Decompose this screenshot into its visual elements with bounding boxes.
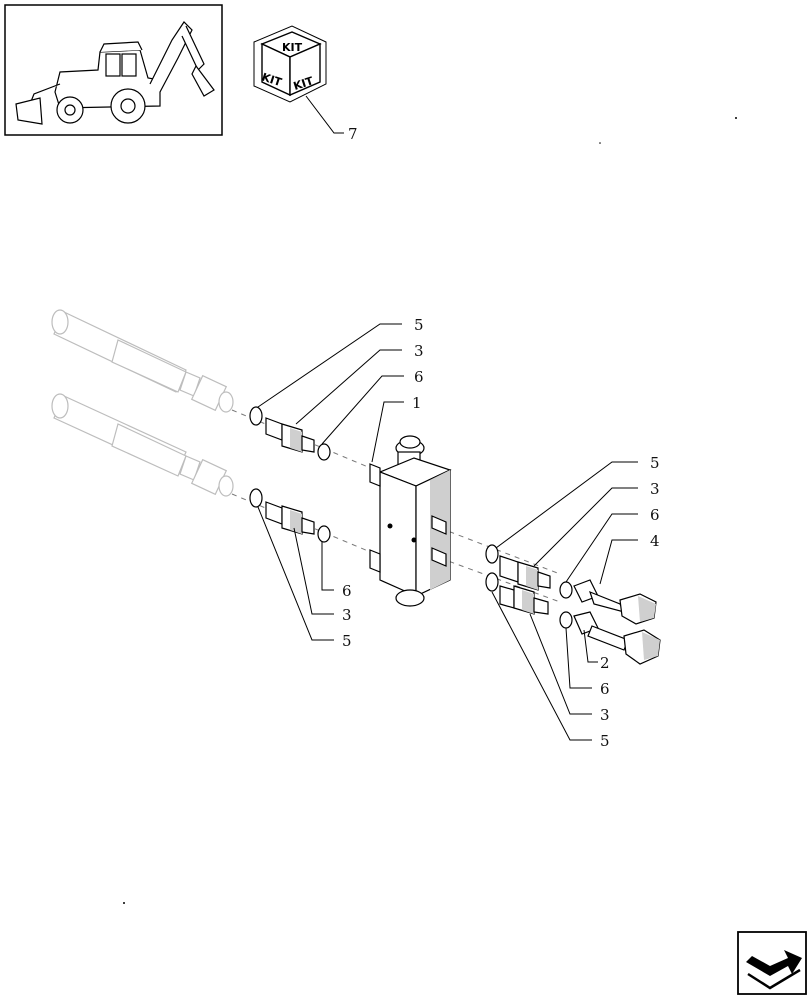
seal-washer xyxy=(485,572,499,592)
kit-cube-icon: KIT KIT KIT xyxy=(253,25,327,103)
callout-upper-left-seal: 5 xyxy=(414,316,424,334)
callout-lower-left-adapter: 3 xyxy=(342,606,352,624)
callout-lower-right-pipe: 2 xyxy=(600,654,610,672)
kit-top-label: KIT xyxy=(282,41,303,54)
callout-valve-block: 1 xyxy=(412,394,422,412)
adapter-fitting xyxy=(265,417,315,453)
callout-upper-left-oring: 6 xyxy=(414,368,424,386)
o-ring xyxy=(317,443,331,461)
kit-left-label: KIT xyxy=(260,70,284,89)
callout-lower-right-oring: 6 xyxy=(600,680,610,698)
o-ring xyxy=(317,525,331,543)
hydraulic-cylinder-lower xyxy=(51,393,234,497)
straight-pipe xyxy=(573,611,661,665)
o-ring xyxy=(559,581,573,599)
callout-lower-right-seal: 5 xyxy=(600,732,610,750)
callout-upper-right-adapter: 3 xyxy=(650,480,660,498)
next-page-arrow-icon[interactable] xyxy=(737,931,807,995)
callout-kit: 7 xyxy=(348,125,358,143)
callout-lower-left-oring: 6 xyxy=(342,582,352,600)
o-ring xyxy=(559,611,573,629)
callout-upper-right-oring: 6 xyxy=(650,506,660,524)
adapter-fitting xyxy=(499,555,551,591)
seal-washer xyxy=(249,488,263,508)
hydraulic-cylinder-upper xyxy=(51,309,234,413)
elbow-pipe xyxy=(573,579,657,625)
leader-lines xyxy=(257,323,638,741)
backhoe-loader-icon xyxy=(4,4,223,136)
kit-right-label: KIT xyxy=(292,74,316,93)
seal-washer xyxy=(249,406,263,426)
callout-upper-right-seal: 5 xyxy=(650,454,660,472)
callout-lower-left-seal: 5 xyxy=(342,632,352,650)
callout-lower-right-adapter: 3 xyxy=(600,706,610,724)
valve-block xyxy=(369,435,452,607)
callout-upper-right-pipe: 4 xyxy=(650,532,660,550)
callout-upper-left-adapter: 3 xyxy=(414,342,424,360)
seal-washer xyxy=(485,544,499,564)
adapter-fitting xyxy=(499,585,549,615)
adapter-fitting xyxy=(265,501,315,535)
